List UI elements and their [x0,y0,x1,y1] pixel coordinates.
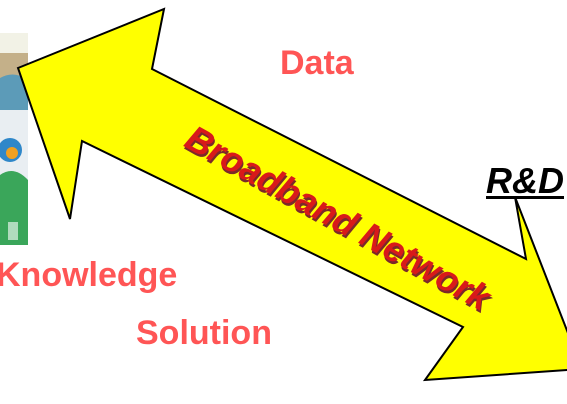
double-arrow-icon [16,7,567,382]
thumbnail-sky [0,33,28,53]
thumbnail-caption-mark [8,222,18,240]
thumbnail-green-shape [0,171,28,245]
thumbnail-orange-icon [6,147,18,159]
photo-collage-thumbnail [0,33,28,245]
data-label: Data [280,44,354,82]
knowledge-label: Knowledge [0,256,178,294]
thumbnail-water [0,74,28,110]
solution-label: Solution [136,314,272,352]
rd-label: R&D [486,160,564,201]
